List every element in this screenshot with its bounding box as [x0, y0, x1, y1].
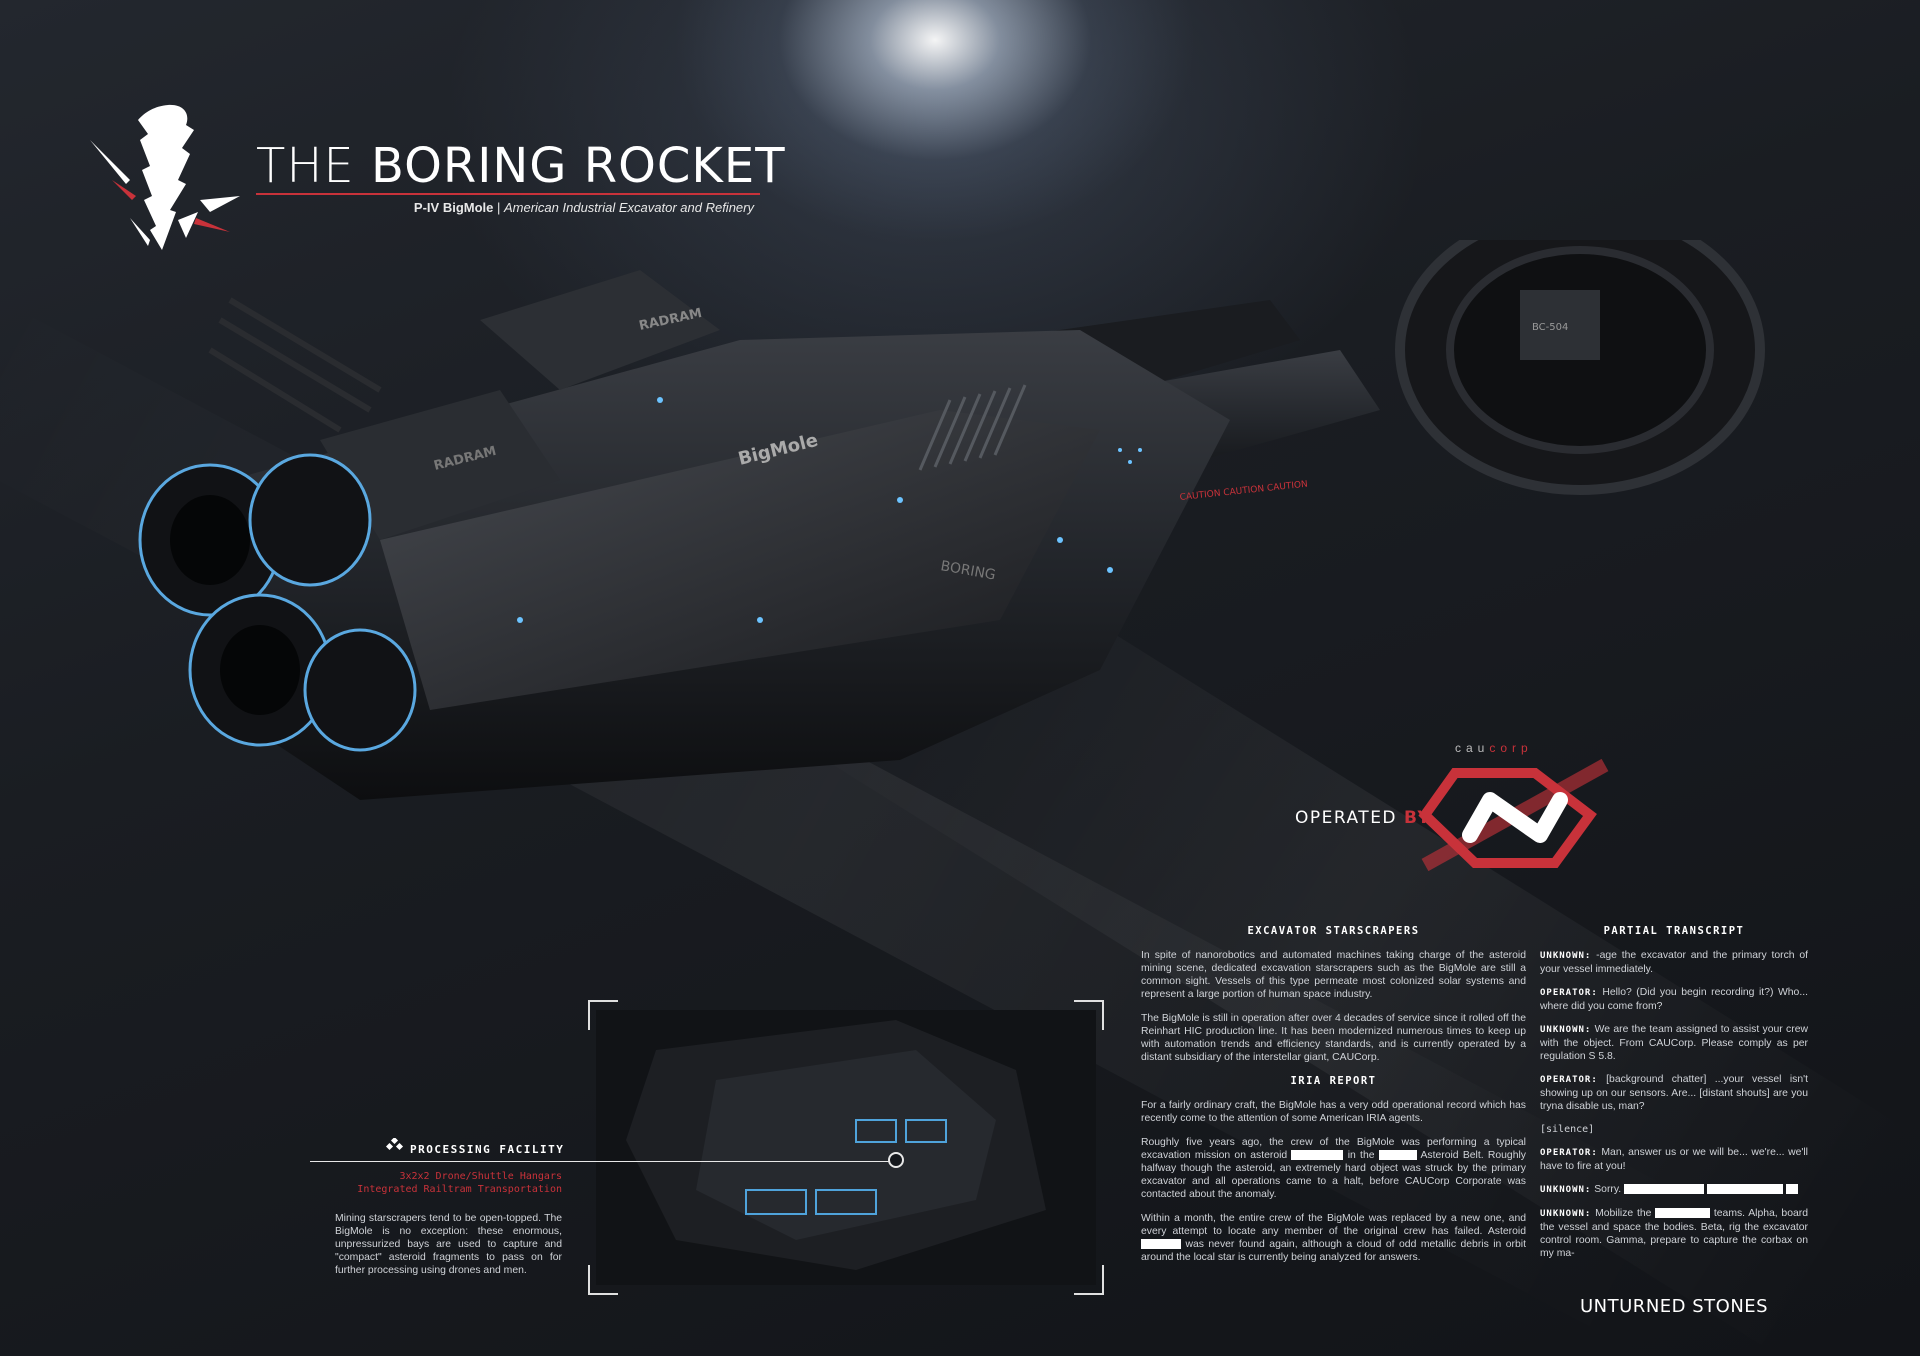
lore-column-left: EXCAVATOR STARSCRAPERS In spite of nanor… — [1141, 925, 1526, 1275]
page-subtitle: P-IV BigMole | American Industrial Excav… — [413, 200, 754, 215]
boring-rocket-logo — [90, 104, 240, 250]
transcript-entry: OPERATOR: Man, answer us or we will be..… — [1540, 1147, 1808, 1172]
processing-facility-inset — [588, 1000, 1104, 1295]
iria-paragraph: For a fairly ordinary craft, the BigMole… — [1141, 1100, 1526, 1124]
callout-dot — [888, 1152, 904, 1168]
redaction-bar — [1141, 1239, 1181, 1250]
transcript-column: PARTIAL TRANSCRIPT UNKNOWN: -age the exc… — [1540, 925, 1808, 1270]
redaction-bar — [1785, 1184, 1798, 1195]
transcript-entry: UNKNOWN: Sorry. — [1540, 1183, 1808, 1197]
processing-facility-specs: 3x2x2 Drone/Shuttle Hangars Integrated R… — [300, 1170, 562, 1196]
transcript-entry: UNKNOWN: Mobilize the teams. Alpha, boar… — [1540, 1208, 1809, 1259]
frame-corner — [588, 1000, 618, 1030]
bigmole-ship-render: RADRAM RADRAM BigMole BORING BC-504 CAUT… — [138, 240, 1765, 800]
ship-marking-caution: CAUTION CAUTION CAUTION — [1179, 480, 1308, 503]
redaction-bar — [1291, 1150, 1344, 1161]
processing-facility-desc: Mining starscrapers tend to be open-topp… — [335, 1213, 562, 1276]
excavator-heading: EXCAVATOR STARSCRAPERS — [1247, 925, 1420, 937]
frame-corner — [1074, 1265, 1104, 1295]
operated-by-label: OPERATED BY — [1295, 808, 1432, 828]
redaction-bar — [1706, 1184, 1783, 1195]
processing-diamond-icon — [386, 1138, 404, 1151]
ship-marking-bc504: BC-504 — [1532, 322, 1568, 333]
spec-hangars: 3x2x2 Drone/Shuttle Hangars — [399, 1171, 562, 1182]
title-underline — [256, 193, 760, 195]
transcript-entry: [silence] — [1540, 1124, 1595, 1135]
callout-line — [310, 1161, 900, 1162]
processing-facility-render — [596, 1010, 1096, 1285]
studio-credit: UNTURNED STONES — [1580, 1296, 1769, 1317]
excavator-paragraph: The BigMole is still in operation after … — [1141, 1013, 1526, 1063]
transcript-entry: OPERATOR: Hello? (Did you begin recordin… — [1540, 987, 1808, 1012]
redaction-bar — [1624, 1184, 1705, 1195]
iria-paragraph: Within a month, the entire crew of the B… — [1141, 1213, 1526, 1263]
frame-corner — [588, 1265, 618, 1295]
redaction-bar — [1378, 1150, 1417, 1161]
processing-facility-title: PROCESSING FACILITY — [410, 1143, 565, 1156]
redaction-bar — [1655, 1208, 1711, 1219]
transcript-entry: UNKNOWN: -age the excavator and the prim… — [1540, 950, 1808, 975]
iria-paragraph: Roughly five years ago, the crew of the … — [1141, 1137, 1526, 1200]
transcript-heading: PARTIAL TRANSCRIPT — [1603, 925, 1745, 937]
transcript-entry: UNKNOWN: We are the team assigned to ass… — [1540, 1024, 1808, 1062]
page-title: THE BORING ROCKET — [256, 138, 786, 194]
spec-railtram: Integrated Railtram Transportation — [357, 1184, 562, 1195]
caucorp-wordmark: caucorp — [1455, 741, 1533, 755]
caucorp-logo — [1418, 758, 1609, 872]
excavator-paragraph: In spite of nanorobotics and automated m… — [1141, 950, 1526, 1000]
transcript-entry: OPERATOR: [background chatter] ...your v… — [1540, 1074, 1808, 1112]
frame-corner — [1074, 1000, 1104, 1030]
iria-heading: IRIA REPORT — [1290, 1075, 1377, 1087]
drill-module — [1520, 290, 1600, 360]
